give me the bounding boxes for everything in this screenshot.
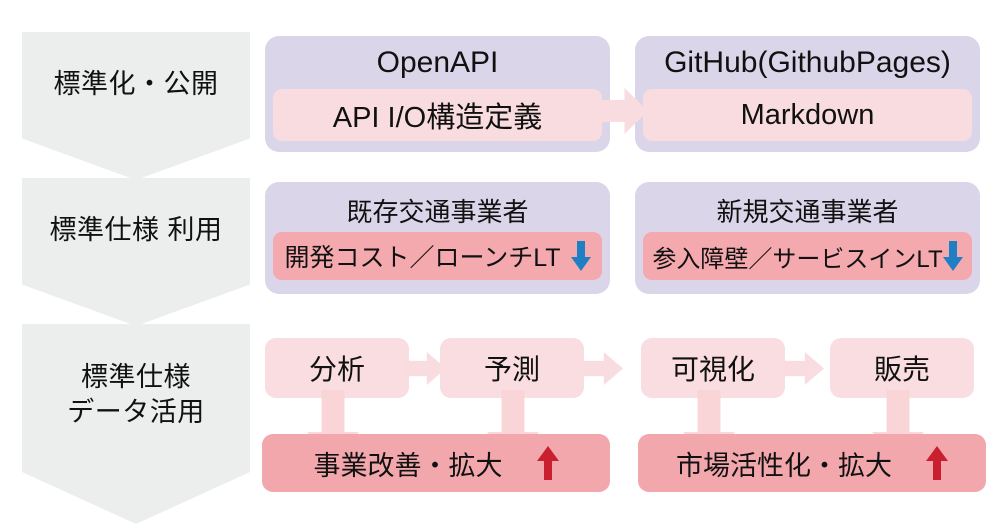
result-bar-market-growth: 市場活性化・拡大 bbox=[638, 434, 986, 492]
stage-label-3-line2: データ活用 bbox=[67, 396, 205, 427]
stage-label-3: 標準仕様 データ活用 bbox=[22, 360, 250, 429]
stage-label-2: 標準仕様 利用 bbox=[49, 215, 223, 245]
card-new-operator-inner-label: 参入障壁／サービスインLT bbox=[652, 245, 943, 273]
stage-chevron-standardization: 標準化・公開 bbox=[22, 32, 250, 180]
flow-box-prediction-label: 予測 bbox=[483, 354, 540, 385]
flow-box-sales-label: 販売 bbox=[873, 354, 930, 385]
card-new-operator-inner: 参入障壁／サービスインLT bbox=[643, 232, 972, 280]
result-bar-market-growth-label: 市場活性化・拡大 bbox=[676, 450, 892, 481]
arrow-right-icon bbox=[583, 352, 623, 385]
flow-box-prediction: 予測 bbox=[440, 338, 584, 398]
card-github-title: GitHub(GithubPages) bbox=[664, 46, 951, 79]
result-bar-business-growth-label: 事業改善・拡大 bbox=[313, 450, 503, 481]
flow-box-analysis-label: 分析 bbox=[308, 354, 365, 385]
arrow-up-icon bbox=[926, 446, 948, 480]
card-openapi: OpenAPI API I/O構造定義 bbox=[265, 36, 610, 152]
card-new-operator: 新規交通事業者 参入障壁／サービスインLT bbox=[635, 182, 980, 294]
stage-chevron-spec-usage: 標準仕様 利用 bbox=[22, 178, 250, 326]
flow-box-visualization-label: 可視化 bbox=[670, 354, 755, 385]
stage-label-1: 標準化・公開 bbox=[53, 69, 219, 99]
card-existing-operator-inner: 開発コスト／ローンチLT bbox=[273, 232, 602, 280]
result-bar-business-growth: 事業改善・拡大 bbox=[262, 434, 610, 492]
card-github-inner: Markdown bbox=[643, 89, 972, 141]
card-openapi-title: OpenAPI bbox=[376, 46, 499, 79]
arrow-down-icon bbox=[942, 241, 963, 271]
card-openapi-inner: API I/O構造定義 bbox=[273, 89, 602, 141]
card-github: GitHub(GithubPages) Markdown bbox=[635, 36, 980, 152]
card-new-operator-title: 新規交通事業者 bbox=[716, 197, 899, 227]
flow-box-visualization: 可視化 bbox=[641, 338, 785, 398]
card-existing-operator-title: 既存交通事業者 bbox=[346, 197, 529, 227]
stage-chevron-data-utilization: 標準仕様 データ活用 bbox=[22, 324, 250, 524]
arrow-right-icon bbox=[784, 352, 824, 385]
card-existing-operator-inner-label: 開発コスト／ローンチLT bbox=[284, 244, 561, 272]
arrow-up-icon bbox=[536, 446, 559, 480]
arrow-down-icon bbox=[570, 241, 591, 271]
card-existing-operator: 既存交通事業者 開発コスト／ローンチLT bbox=[265, 182, 610, 294]
flow-box-sales: 販売 bbox=[830, 338, 974, 398]
stage-label-3-line1: 標準仕様 bbox=[81, 362, 191, 392]
flow-box-analysis: 分析 bbox=[265, 338, 409, 398]
